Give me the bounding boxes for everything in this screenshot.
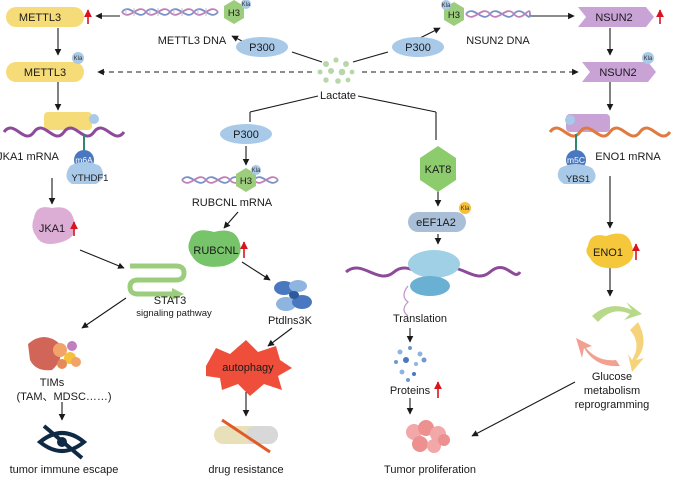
glucose-label-line1: Glucose: [592, 371, 632, 383]
ythdf1-shape: [66, 162, 104, 184]
ribosome-large-icon: [408, 250, 460, 278]
rubcnl-mrna-group: H3 Kla RUBCNL mRNA: [181, 165, 279, 209]
autophagy-node: autophagy: [206, 340, 292, 396]
ybs1-shape: [557, 164, 596, 184]
h3-label: H3: [240, 176, 252, 187]
nsun2-label: NSUN2: [595, 12, 632, 24]
h3-label: H3: [448, 10, 460, 21]
p300-label: P300: [249, 42, 275, 54]
kla-badge: Kla: [74, 56, 83, 62]
p300-label: P300: [233, 129, 259, 141]
protein-dots-icon: [394, 346, 427, 382]
translation-label: Translation: [393, 313, 447, 325]
jka1-label: JKA1: [39, 223, 65, 235]
tims-node: TIMs (TAM、MDSC……): [16, 337, 112, 403]
glucose-cycle-node: Glucose metabolism reprogramming: [575, 302, 650, 411]
kla-badge: Kla: [644, 56, 653, 62]
mettl3-dna-group: H3 Kla METTL3 DNA: [121, 0, 251, 47]
glucose-label-line2: metabolism: [584, 385, 640, 397]
immune-escape-label: tumor immune escape: [10, 464, 119, 476]
lactate-node: Lactate: [317, 57, 356, 102]
stat3-pathway-icon: [127, 263, 187, 300]
kla-badge: Kla: [461, 206, 470, 212]
glucose-label-line3: reprogramming: [575, 399, 650, 411]
pill-slash-icon: [214, 418, 278, 454]
ptdins3k-node: Ptdlns3K: [268, 280, 313, 327]
proteins-label: Proteins: [390, 385, 431, 397]
p300-label: P300: [405, 42, 431, 54]
kla-badge: Kla: [242, 2, 251, 8]
h3-hexagon: H3 Kla: [224, 0, 251, 24]
tumor-proliferation-label: Tumor proliferation: [384, 464, 476, 476]
eye-slash-icon: [36, 424, 88, 460]
ythdf1-label: YTHDF1: [72, 173, 109, 184]
cycle-arrows-icon: [576, 302, 644, 372]
drug-resistance-node: drug resistance: [208, 418, 284, 476]
mettl3-top-node: METTL3: [6, 7, 92, 27]
mettl3-dna-label: METTL3 DNA: [158, 35, 227, 47]
lactate-label: Lactate: [320, 90, 356, 102]
ybs1-label: YBS1: [566, 174, 590, 185]
mrna-strand-icon: [548, 126, 672, 138]
kla-badge: Kla: [252, 168, 261, 174]
nsun2-dna-label: NSUN2 DNA: [466, 35, 530, 47]
h3-hexagon: H3 Kla: [441, 0, 464, 26]
mettl3-label: METTL3: [19, 12, 61, 24]
jka1-mrna-label: JKA1 mRNA: [0, 151, 60, 163]
connectors: [48, 12, 614, 437]
eno1-node: ENO1: [586, 233, 640, 269]
rubcnl-mrna-label: RUBCNL mRNA: [192, 197, 273, 209]
dna-helix-icon: [121, 8, 219, 16]
svg-text:m6A: m6A: [75, 155, 93, 165]
p300-mid: P300: [220, 124, 272, 144]
eef1a2-label: eEF1A2: [416, 217, 456, 229]
nsun2-top-node: NSUN2: [578, 7, 664, 27]
mettl3-node: METTL3 Kla: [6, 52, 84, 82]
proteins-node: Proteins: [390, 346, 442, 398]
rubcnl-node: RUBCNL: [188, 230, 248, 267]
kat8-node: KAT8: [420, 146, 456, 192]
tims-label: TIMs: [40, 377, 65, 389]
eno1-label: ENO1: [593, 247, 623, 259]
mettl3-label: METTL3: [24, 67, 66, 79]
nsun2-label: NSUN2: [599, 67, 636, 79]
stat3-sub-label: signaling pathway: [136, 308, 212, 319]
dna-helix-icon: [465, 10, 531, 18]
eno1-mrna-label: ENO1 mRNA: [595, 151, 661, 163]
immune-cells-icon: [28, 337, 81, 371]
jka1-node: JKA1: [32, 207, 78, 244]
ribosome-group: Translation: [345, 250, 522, 325]
ribosome-small-icon: [410, 276, 450, 296]
jka1-mrna-group: m6A YTHDF1 JKA1 mRNA: [0, 112, 126, 184]
dna-helix-icon: [181, 176, 279, 184]
kat8-label: KAT8: [425, 164, 452, 176]
eef1a2-node: eEF1A2 Kla: [408, 202, 471, 232]
nsun2-node: NSUN2 Kla: [582, 52, 656, 82]
stat3-node: STAT3 signaling pathway: [127, 263, 212, 319]
mrna-strand-icon: [2, 126, 126, 138]
rubcnl-label: RUBCNL: [193, 245, 238, 257]
h3-hexagon: H3 Kla: [236, 165, 261, 192]
stat3-label: STAT3: [154, 295, 187, 307]
kla-badge: Kla: [442, 3, 451, 9]
svg-text:m5C: m5C: [567, 155, 585, 165]
nsun2-dna-group: H3 Kla NSUN2 DNA: [441, 0, 531, 47]
tumor-proliferation-node: Tumor proliferation: [384, 420, 476, 476]
eno1-mrna-group: m5C YBS1 ENO1 mRNA: [548, 114, 672, 185]
tims-sub-label: (TAM、MDSC……): [16, 391, 111, 403]
immune-escape-node: tumor immune escape: [10, 424, 119, 476]
autophagy-label: autophagy: [222, 362, 274, 374]
protein-complex-icon: [274, 280, 312, 311]
tumor-cells-icon: [406, 420, 450, 453]
drug-resistance-label: drug resistance: [208, 464, 283, 476]
lactate-dots-icon: [317, 57, 355, 84]
ptdins3k-label: Ptdlns3K: [268, 315, 313, 327]
p300-top-left: P300: [236, 37, 288, 57]
h3-label: H3: [228, 8, 240, 19]
p300-top-right: P300: [392, 37, 444, 57]
